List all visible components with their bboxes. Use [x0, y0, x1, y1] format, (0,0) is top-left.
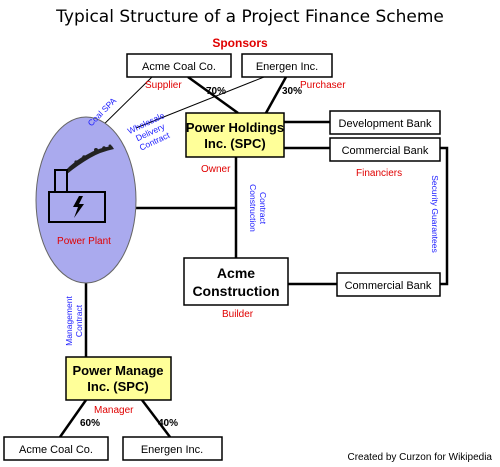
acme-top-percentage: 70%: [206, 86, 226, 97]
acme-coal-bottom-label: Acme Coal Co.: [19, 444, 93, 456]
acme-coal-top-label: Acme Coal Co.: [142, 61, 216, 73]
lightning-icon: [73, 196, 84, 218]
wholesale-contract-label: Wholesale Delivery Contract: [126, 110, 172, 152]
power-holdings-line1: Power Holdings: [186, 120, 284, 135]
smoke-icon: [64, 144, 114, 174]
commercial-bank-top-box: [329, 137, 441, 162]
manager-label: Manager: [94, 405, 134, 416]
energen-top-percentage: 30%: [282, 86, 302, 97]
construction-contract-label: Construction Contract: [248, 184, 268, 232]
power-plant-label: Power Plant: [57, 236, 111, 247]
acme-construction-line1: Acme: [217, 265, 255, 281]
line-manage-energen: [141, 399, 171, 438]
line-acme-holdings: [187, 75, 239, 115]
management-line1: Management: [64, 296, 74, 346]
development-bank-box: [329, 110, 441, 135]
management-contract-label: Management Contract: [64, 296, 84, 346]
acme-coal-bottom-box: [3, 436, 109, 461]
line-energen-holdings: [264, 76, 288, 114]
acme-construction-box: [183, 257, 289, 306]
construction-line1: Construction: [248, 184, 258, 232]
management-line2: Contract: [74, 304, 84, 337]
development-bank-label: Development Bank: [339, 118, 432, 130]
power-manage-box: [65, 356, 172, 401]
diagram-title: Typical Structure of a Project Finance S…: [55, 7, 444, 27]
line-manage-acme: [58, 399, 88, 438]
acme-coal-top-box: [126, 53, 232, 78]
power-holdings-box: [185, 112, 285, 158]
energen-top-box: [241, 53, 333, 78]
construction-line2: Contract: [258, 192, 268, 225]
sponsors-label: Sponsors: [212, 36, 268, 50]
energen-bottom-box: [122, 436, 223, 461]
supplier-label: Supplier: [145, 80, 182, 91]
builder-label: Builder: [222, 309, 254, 320]
energen-bottom-label: Energen Inc.: [141, 444, 203, 456]
power-holdings-line2: Inc. (SPC): [204, 136, 265, 151]
power-manage-line1: Power Manage: [72, 363, 163, 378]
security-bracket: [440, 146, 449, 286]
acme-construction-line2: Construction: [192, 283, 279, 299]
credit-text: Created by Curzon for Wikipedia: [347, 452, 492, 463]
energen-top-label: Energen Inc.: [256, 61, 318, 73]
commercial-bank-top-label: Commercial Bank: [342, 145, 429, 157]
line-wholesale: [135, 76, 265, 129]
power-manage-line2: Inc. (SPC): [87, 379, 148, 394]
commercial-bank-bottom-box: [336, 272, 441, 297]
energen-bottom-percentage: 40%: [158, 418, 178, 429]
security-guarantees-label: Security Guarantees: [430, 175, 440, 252]
financiers-label: Financiers: [356, 168, 402, 179]
commercial-bank-bottom-label: Commercial Bank: [345, 280, 432, 292]
owner-label: Owner: [201, 164, 231, 175]
acme-bottom-percentage: 60%: [80, 418, 100, 429]
purchaser-label: Purchaser: [300, 80, 346, 91]
connector-lines: [58, 75, 337, 438]
